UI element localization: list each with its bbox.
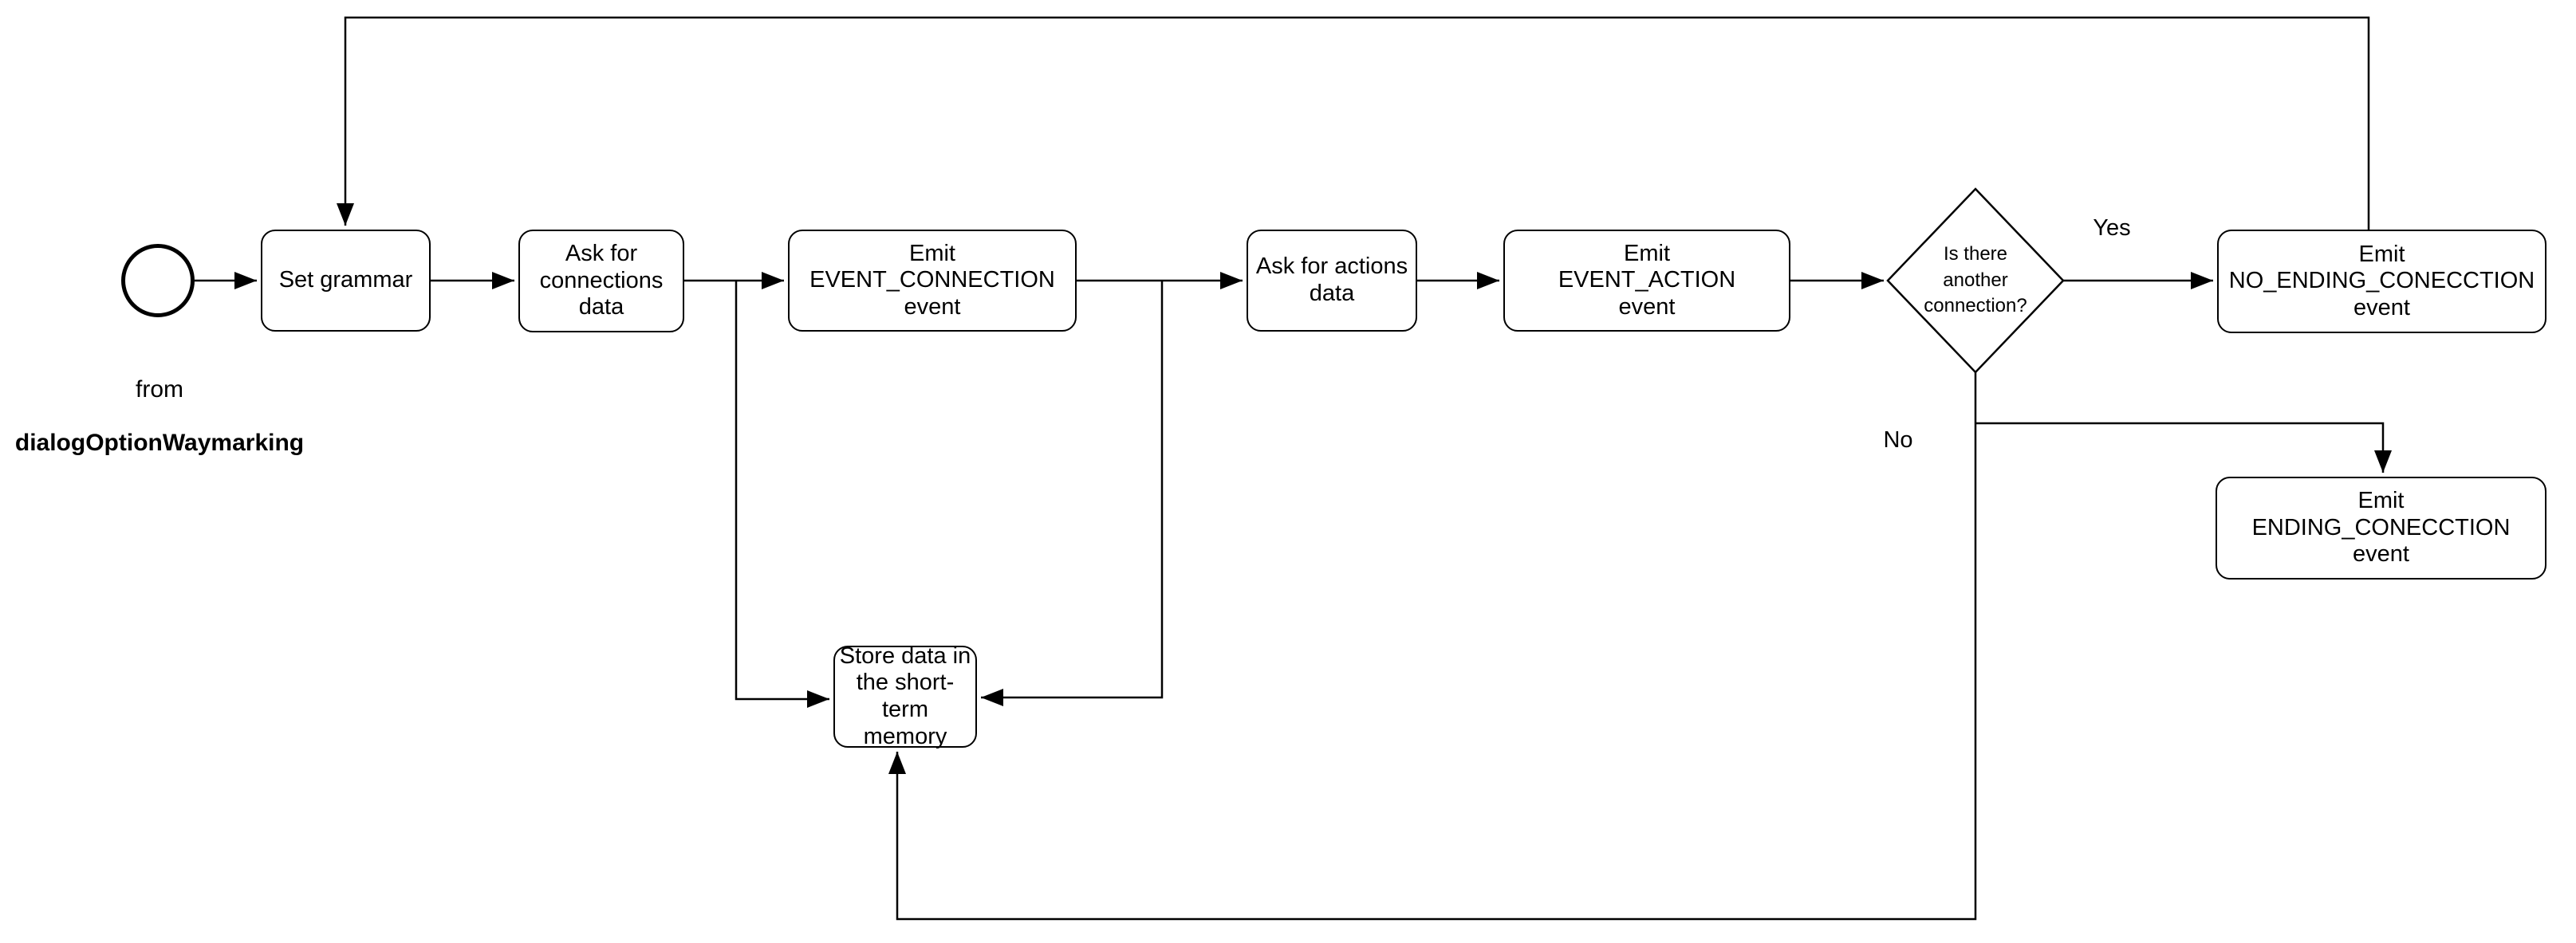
- node-set-grammar: Set grammar: [261, 230, 431, 332]
- edge-no-ending-loop-to-set-grammar: [337, 16, 2370, 230]
- node-ask-actions-data: Ask for actions data: [1247, 230, 1417, 332]
- edge-label-no: No: [1883, 427, 1913, 453]
- node-emit-event-action: Emit EVENT_ACTION event: [1503, 230, 1790, 332]
- start-caption: from dialogOptionWaymarking: [0, 349, 319, 483]
- decision-node-label: Is there another connection?: [1924, 243, 2027, 317]
- edge-junction2-to-store-data: [981, 281, 1164, 706]
- start-caption-from: from: [136, 375, 183, 403]
- node-emit-ending-conecction: Emit ENDING_CONECCTION event: [2216, 477, 2546, 580]
- edge-label-yes: Yes: [2093, 215, 2131, 241]
- node-store-data-short-term-memory: Store data in the short-term memory: [833, 643, 977, 749]
- node-emit-no-ending-conecction: Emit NO_ENDING_CONECCTION event: [2217, 230, 2546, 333]
- node-emit-event-connection: Emit EVENT_CONNECTION event: [788, 230, 1077, 332]
- decision-diamond-shape: [1886, 187, 2065, 374]
- edge-decision-no-to-store-data: [888, 372, 1977, 921]
- edge-decision-no-to-emit-ending: [1975, 422, 2392, 473]
- edge-junction1-to-store-data: [735, 281, 829, 708]
- start-caption-source: dialogOptionWaymarking: [14, 429, 305, 456]
- node-ask-connections-data: Ask for connections data: [518, 230, 684, 332]
- start-state-circle: [121, 244, 195, 317]
